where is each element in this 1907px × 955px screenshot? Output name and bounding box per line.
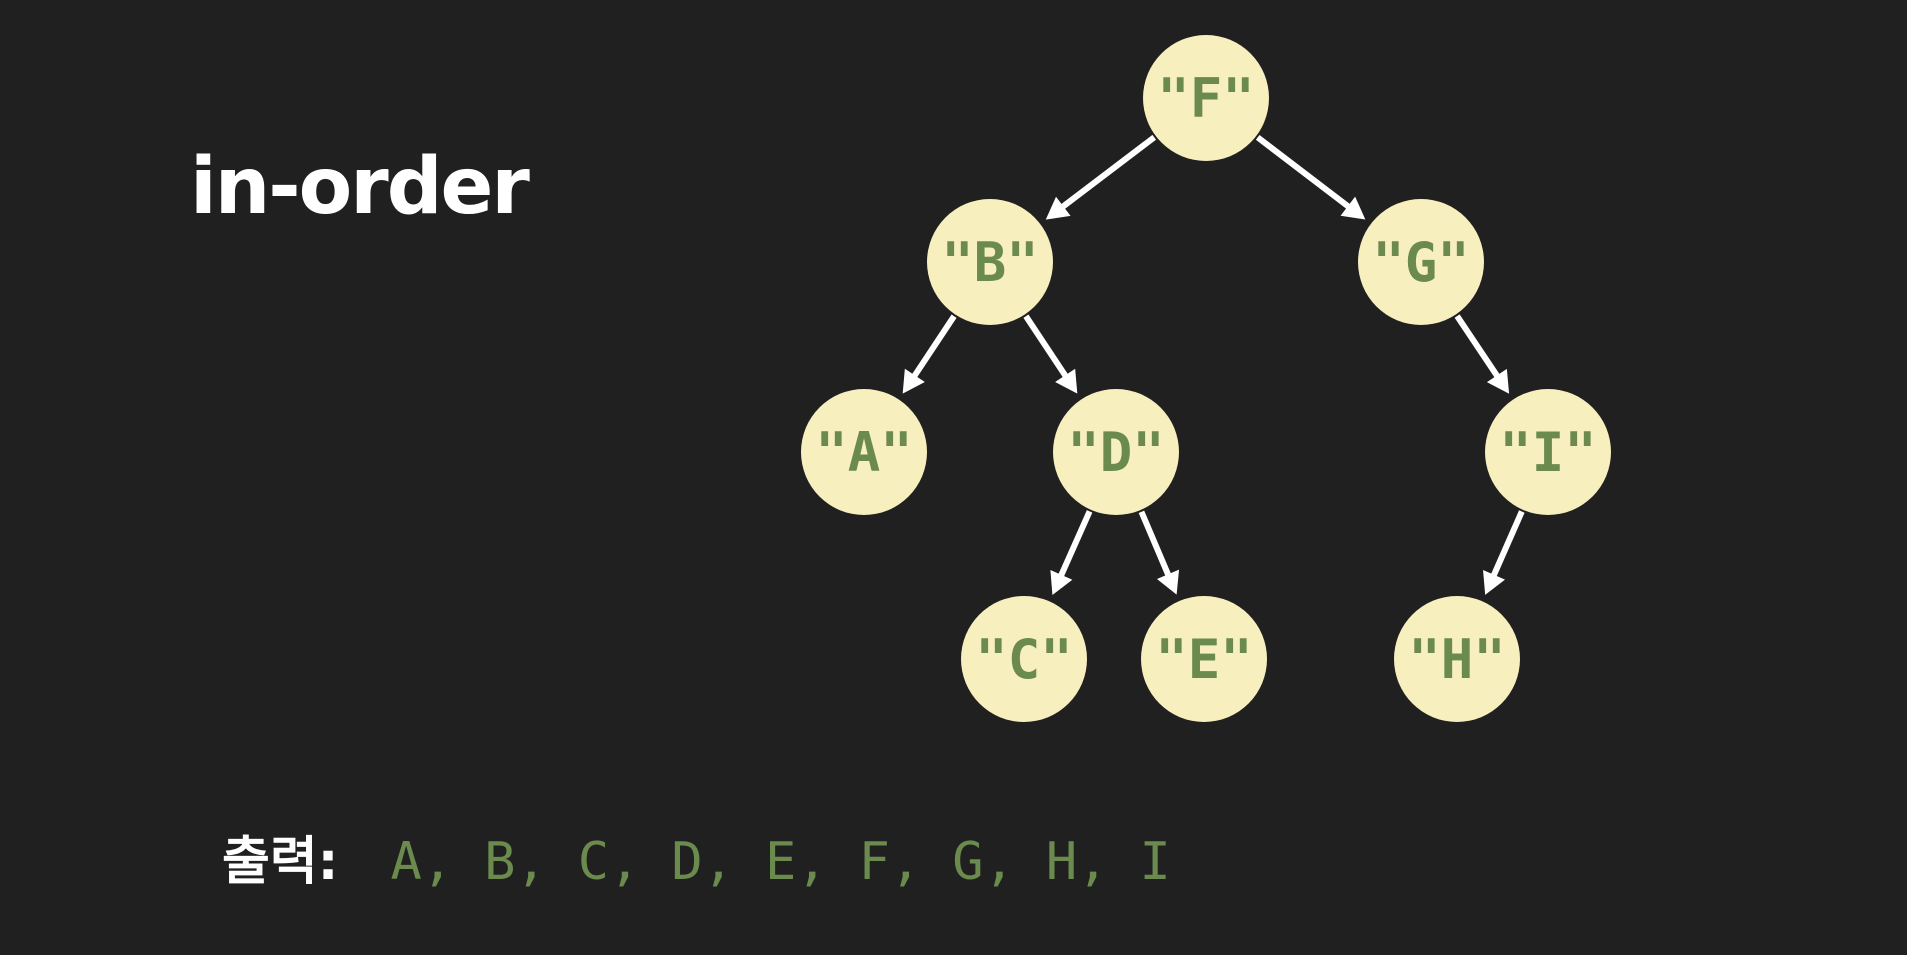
diagram-title: in-order bbox=[190, 142, 530, 232]
arrow-head bbox=[1055, 368, 1078, 394]
arrow-head bbox=[1156, 569, 1180, 595]
arrow-head bbox=[1483, 569, 1506, 595]
arrow-head bbox=[902, 368, 925, 394]
edge-arrow-g-i bbox=[1454, 314, 1510, 394]
edge-shaft bbox=[1057, 510, 1093, 578]
output-item: H, bbox=[1045, 832, 1109, 893]
arrow-head bbox=[1045, 196, 1071, 220]
output-item: D, bbox=[671, 832, 734, 893]
node-label: "B" bbox=[941, 231, 1039, 294]
node-label: "G" bbox=[1372, 231, 1470, 294]
tree-node-b: "B" bbox=[927, 199, 1053, 325]
edge-shaft bbox=[1490, 510, 1525, 578]
node-circle bbox=[1053, 389, 1179, 515]
output-item: A, bbox=[390, 832, 454, 893]
edge-shaft bbox=[1138, 510, 1172, 578]
node-circle bbox=[1358, 199, 1484, 325]
node-circle bbox=[1143, 35, 1269, 161]
output-item: F, bbox=[858, 832, 922, 893]
edge-arrow-d-e bbox=[1138, 510, 1180, 595]
output-row: 출력: A, B, C, D, E, F, G, H, I bbox=[222, 822, 1202, 902]
tree-node-c: "C" bbox=[961, 596, 1087, 722]
arrow-head bbox=[1050, 570, 1073, 596]
output-item: C, bbox=[577, 832, 641, 893]
tree-node-h: "H" bbox=[1394, 596, 1520, 722]
node-label: "C" bbox=[975, 628, 1073, 691]
node-label: "A" bbox=[815, 421, 913, 484]
tree-node-d: "D" bbox=[1053, 389, 1179, 515]
tree-node-f: "F" bbox=[1143, 35, 1269, 161]
edge-arrow-d-c bbox=[1050, 510, 1093, 596]
edge-shaft bbox=[911, 314, 957, 379]
node-circle bbox=[801, 389, 927, 515]
edge-arrow-f-g bbox=[1255, 135, 1366, 220]
arrow-head bbox=[1486, 368, 1510, 394]
output-item: I bbox=[1139, 832, 1171, 893]
output-item: E, bbox=[764, 832, 828, 893]
output-sequence: A, B, C, D, E, F, G, H, I bbox=[390, 822, 1201, 902]
node-circle bbox=[927, 199, 1053, 325]
node-circle bbox=[961, 596, 1087, 722]
output-label: 출력: bbox=[222, 832, 339, 893]
tree-node-e: "E" bbox=[1141, 596, 1267, 722]
edge-arrow-f-b bbox=[1045, 134, 1157, 220]
edge-arrow-i-h bbox=[1483, 510, 1525, 595]
arrow-head bbox=[1340, 196, 1366, 220]
node-circle bbox=[1485, 389, 1611, 515]
node-label: "E" bbox=[1155, 628, 1253, 691]
node-label: "F" bbox=[1157, 67, 1255, 130]
output-item: G, bbox=[952, 832, 1015, 893]
tree-node-g: "G" bbox=[1358, 199, 1484, 325]
node-label: "D" bbox=[1067, 421, 1165, 484]
tree-node-a: "A" bbox=[801, 389, 927, 515]
edge-arrow-b-d bbox=[1023, 314, 1078, 394]
tree-node-i: "I" bbox=[1485, 389, 1611, 515]
node-circle bbox=[1141, 596, 1267, 722]
edge-shaft bbox=[1255, 135, 1352, 210]
edge-shaft bbox=[1023, 314, 1069, 379]
edge-shaft bbox=[1059, 134, 1157, 210]
node-circle bbox=[1394, 596, 1520, 722]
node-label: "H" bbox=[1408, 628, 1506, 691]
edge-shaft bbox=[1454, 314, 1501, 379]
node-label: "I" bbox=[1499, 421, 1597, 484]
edge-arrow-b-a bbox=[902, 314, 957, 394]
output-item: B, bbox=[484, 832, 547, 893]
